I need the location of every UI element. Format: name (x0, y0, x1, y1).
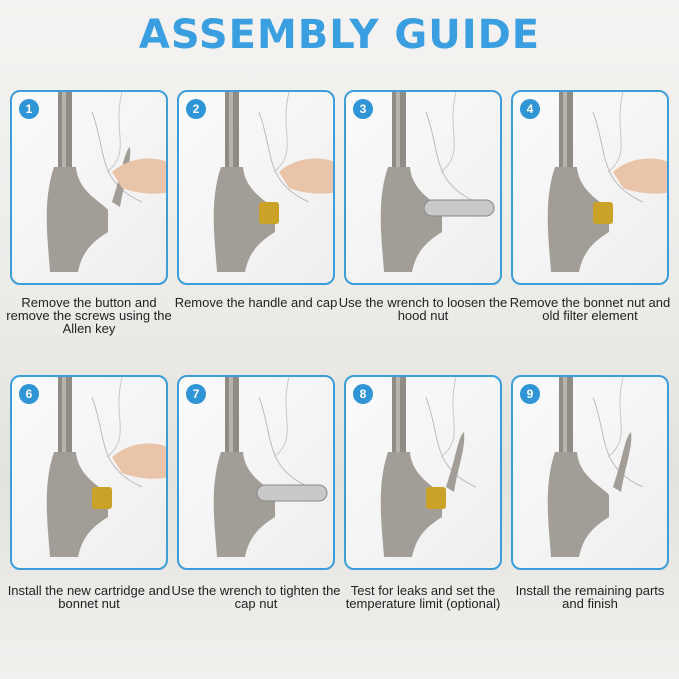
faucet-body-icon (547, 167, 609, 272)
faucet-illustration (380, 92, 495, 272)
faucet-illustration (380, 377, 477, 557)
hand-icon (613, 158, 667, 194)
step-caption: Use the wrench to loosen the hood nut (338, 295, 508, 323)
faucet-illustration (547, 92, 667, 272)
step-panel: 2 (177, 90, 335, 285)
hand-icon (112, 443, 166, 479)
step-number-badge: 9 (520, 384, 540, 404)
step-panel: 7 (177, 375, 335, 570)
step-caption: Test for leaks and set the temperature l… (345, 583, 501, 611)
step-panel: 3 (344, 90, 502, 285)
step-panel: 1 (10, 90, 168, 285)
step-caption: Remove the bonnet nut and old filter ele… (509, 295, 671, 323)
faucet-illustration (213, 377, 328, 557)
wrench-icon (423, 199, 495, 217)
step-panel: 8 (344, 375, 502, 570)
brass-cartridge-icon (426, 487, 446, 509)
wrench-icon (256, 484, 328, 502)
step-number-badge: 2 (186, 99, 206, 119)
faucet-body-icon (547, 452, 609, 557)
faucet-handle-icon (446, 432, 465, 492)
step-caption: Remove the handle and cap (174, 295, 338, 310)
faucet-handle-icon (613, 432, 632, 492)
faucet-body-icon (46, 167, 108, 272)
faucet-illustration (46, 92, 166, 272)
faucet-illustration (213, 92, 333, 272)
faucet-body-icon (213, 167, 275, 272)
faucet-body-icon (213, 452, 275, 557)
faucet-illustration (547, 377, 644, 557)
faucet-body-icon (380, 167, 442, 272)
step-number-badge: 1 (19, 99, 39, 119)
step-number-badge: 8 (353, 384, 373, 404)
page-title: ASSEMBLY GUIDE (138, 12, 541, 58)
step-caption: Install the new cartridge and bonnet nut (7, 583, 171, 611)
hand-icon (279, 158, 333, 194)
faucet-body-icon (46, 452, 108, 557)
step-panel: 6 (10, 375, 168, 570)
step-number-badge: 7 (186, 384, 206, 404)
step-panel: 4 (511, 90, 669, 285)
step-caption: Install the remaining parts and finish (515, 583, 665, 611)
brass-cartridge-icon (259, 202, 279, 224)
step-panel: 9 (511, 375, 669, 570)
brass-cartridge-icon (593, 202, 613, 224)
hand-icon (112, 158, 166, 194)
step-number-badge: 6 (19, 384, 39, 404)
step-caption: Use the wrench to tighten the cap nut (171, 583, 341, 611)
step-number-badge: 3 (353, 99, 373, 119)
faucet-illustration (46, 377, 166, 557)
step-caption: Remove the button and remove the screws … (6, 295, 172, 336)
step-number-badge: 4 (520, 99, 540, 119)
faucet-body-icon (380, 452, 442, 557)
brass-cartridge-icon (92, 487, 112, 509)
